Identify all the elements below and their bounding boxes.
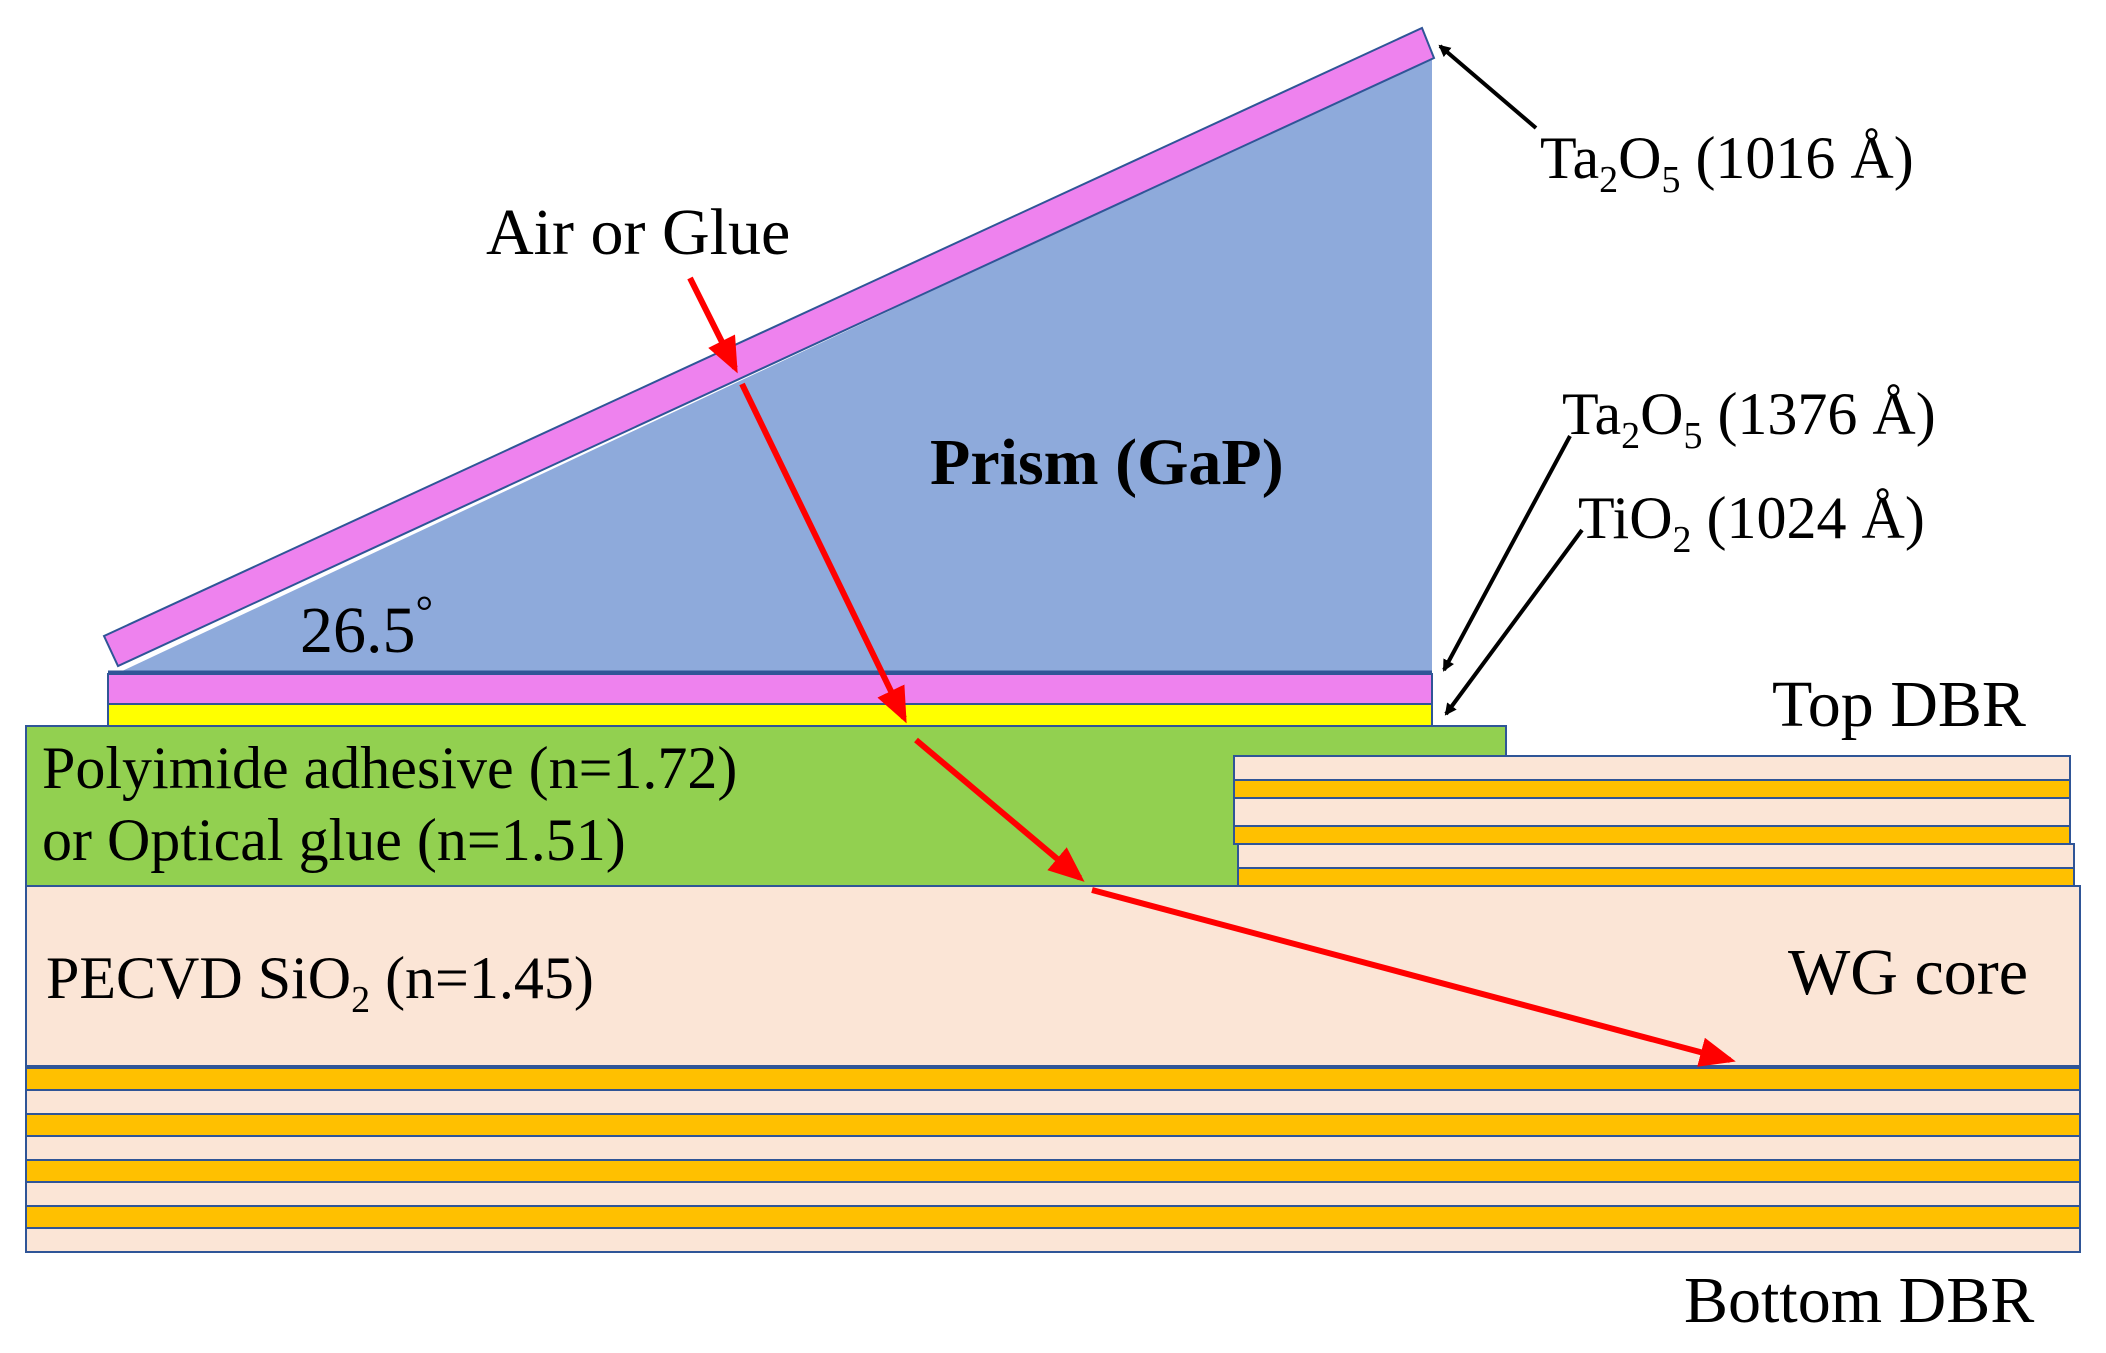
sio2-pre: PECVD SiO	[46, 945, 351, 1011]
ta2o5-hypotenuse-coating	[102, 26, 1436, 668]
bottom-dbr-layer	[25, 1135, 2081, 1161]
sio2-core-layer	[25, 885, 2081, 1067]
wg-core-label: WG core	[1788, 936, 2028, 1009]
sio2-post: (n=1.45)	[370, 945, 594, 1011]
bottom-dbr-layer	[25, 1205, 2081, 1229]
ta2o5-top-label: Ta2O5 (1016 Å)	[1540, 125, 1914, 201]
ta2o5-top-sub1: 2	[1599, 159, 1618, 201]
top-dbr-layer	[1233, 779, 2071, 799]
air-or-glue-label: Air or Glue	[486, 196, 790, 269]
ta2o5-bottom-leader-arrow	[1442, 435, 1572, 672]
sio2-sub1: 2	[351, 979, 370, 1021]
bottom-dbr-layer	[25, 1089, 2081, 1115]
ray-incident-arrow	[687, 276, 738, 374]
bottom-dbr-layer	[25, 1181, 2081, 1207]
ta2o5-bottom-label: Ta2O5 (1376 Å)	[1562, 381, 1936, 457]
tio2-film	[107, 703, 1433, 727]
tio2-sub1: 2	[1673, 519, 1692, 561]
angle-label: 26.5°	[300, 587, 433, 667]
top-dbr-label: Top DBR	[1772, 668, 2026, 741]
bottom-dbr-layer	[25, 1113, 2081, 1137]
tio2-pre: TiO	[1578, 485, 1673, 551]
light-ray-path	[687, 276, 1736, 1067]
tio2-label: TiO2 (1024 Å)	[1578, 485, 1925, 561]
prism-label: Prism (GaP)	[930, 426, 1284, 499]
sio2-label: PECVD SiO2 (n=1.45)	[46, 945, 594, 1021]
ta2o5-bottom-post: (1376 Å)	[1702, 381, 1935, 447]
ta2o5-base-film	[107, 673, 1433, 705]
adhesive-label-line1: Polyimide adhesive (n=1.72)	[42, 735, 737, 801]
angle-value: 26.5	[300, 594, 416, 667]
top-dbr-layer	[1237, 867, 2075, 887]
bottom-dbr-stack	[25, 1067, 2081, 1253]
ta2o5-bottom-sub1: 2	[1621, 415, 1640, 457]
top-dbr-stack	[1233, 755, 2075, 887]
ray-prism-arrow	[739, 382, 907, 724]
bottom-dbr-layer	[25, 1227, 2081, 1253]
ray-adhesive-arrow	[914, 737, 1085, 882]
ta2o5-top-post: (1016 Å)	[1680, 125, 1913, 191]
top-dbr-layer	[1233, 825, 2071, 845]
angle-unit: °	[416, 587, 434, 636]
ta2o5-top-mid: O	[1618, 125, 1661, 191]
ta2o5-top-leader-arrow	[1438, 44, 1538, 130]
tio2-post: (1024 Å)	[1692, 485, 1925, 551]
ray-core-arrow	[1091, 887, 1736, 1067]
ta2o5-bottom-sub2: 5	[1683, 415, 1702, 457]
top-dbr-layer	[1237, 843, 2075, 869]
bottom-dbr-layer	[25, 1159, 2081, 1183]
ta2o5-bottom-pre: Ta	[1562, 381, 1621, 447]
bottom-dbr-label: Bottom DBR	[1684, 1264, 2034, 1337]
ta2o5-bottom-mid: O	[1640, 381, 1683, 447]
ta2o5-top-sub2: 5	[1661, 159, 1680, 201]
top-dbr-layer	[1233, 755, 2071, 781]
tio2-leader-arrow	[1444, 528, 1584, 716]
bottom-dbr-layer	[25, 1067, 2081, 1091]
ta2o5-top-pre: Ta	[1540, 125, 1599, 191]
top-dbr-layer	[1233, 797, 2071, 827]
adhesive-label-line2: or Optical glue (n=1.51)	[42, 807, 626, 873]
